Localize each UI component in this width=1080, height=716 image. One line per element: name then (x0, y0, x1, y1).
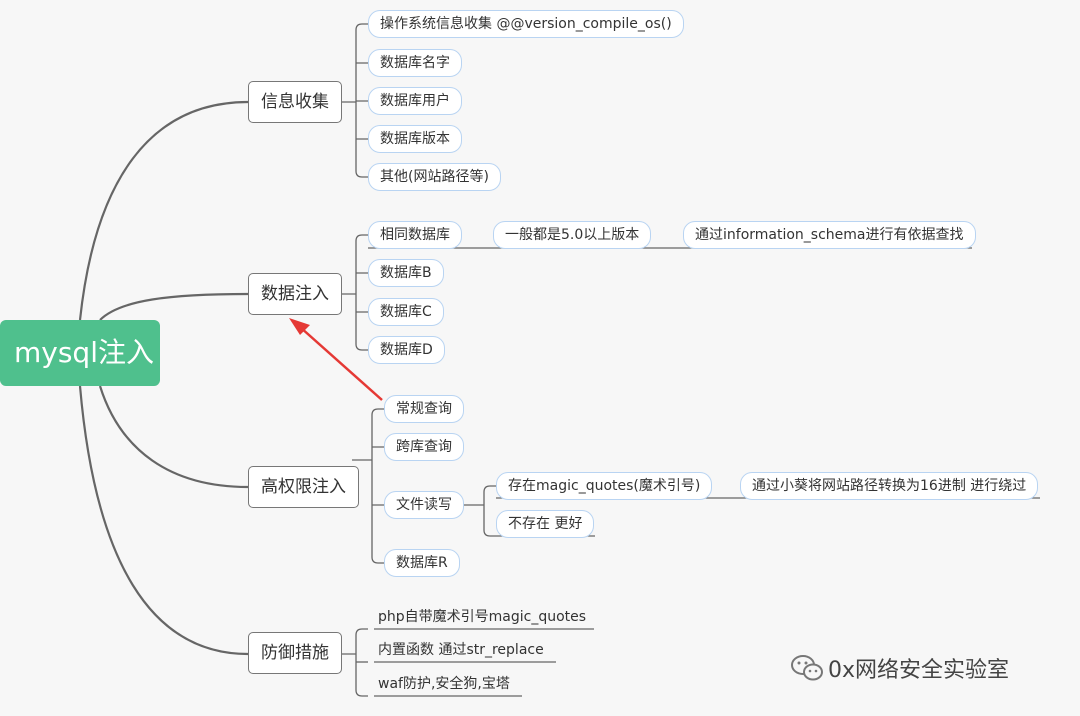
leaf-other-path[interactable]: 其他(网站路径等) (368, 163, 501, 191)
leaf-waf[interactable]: waf防护,安全狗,宝塔 (378, 676, 510, 692)
link-root-priv (98, 385, 249, 489)
leaf-hex-bypass[interactable]: 通过小葵将网站路径转换为16进制 进行绕过 (740, 472, 1039, 500)
leaf-cross-db-query[interactable]: 跨库查询 (384, 433, 464, 461)
annotation-arrow (289, 318, 383, 401)
leaf-db-r[interactable]: 数据库R (384, 549, 460, 577)
leaf-os-info[interactable]: 操作系统信息收集 @@version_compile_os() (368, 10, 684, 38)
branch-high-privilege-injection[interactable]: 高权限注入 (248, 466, 359, 508)
link-root-data (99, 292, 249, 321)
leaf-php-magic-quotes[interactable]: php自带魔术引号magic_quotes (378, 609, 587, 625)
wechat-icon (791, 655, 823, 681)
leaf-magic-quotes[interactable]: 存在magic_quotes(魔术引号) (496, 472, 713, 500)
link-root-defense (78, 385, 249, 656)
leaf-db-version[interactable]: 数据库版本 (368, 125, 462, 153)
watermark: 0x网络安全实验室 (790, 652, 1009, 684)
leaf-db-d[interactable]: 数据库D (368, 336, 445, 364)
leaf-str-replace[interactable]: 内置函数 通过str_replace (378, 642, 544, 658)
root-node[interactable]: mysql注入 (0, 320, 160, 386)
link-root-info (78, 100, 249, 321)
watermark-text: 0x网络安全实验室 (828, 658, 1010, 683)
leaf-regular-query[interactable]: 常规查询 (384, 395, 464, 423)
leaf-db-user[interactable]: 数据库用户 (368, 87, 462, 115)
branch-info-gathering[interactable]: 信息收集 (248, 81, 342, 123)
branch-data-injection[interactable]: 数据注入 (248, 273, 342, 315)
leaf-version-5[interactable]: 一般都是5.0以上版本 (493, 221, 652, 249)
leaf-db-c[interactable]: 数据库C (368, 298, 444, 326)
leaf-no-magic-quotes[interactable]: 不存在 更好 (496, 510, 595, 538)
leaf-db-b[interactable]: 数据库B (368, 259, 444, 287)
branch-defense[interactable]: 防御措施 (248, 632, 342, 674)
leaf-file-read-write[interactable]: 文件读写 (384, 491, 464, 519)
leaf-same-db[interactable]: 相同数据库 (368, 221, 462, 249)
leaf-db-name[interactable]: 数据库名字 (368, 49, 462, 77)
leaf-information-schema[interactable]: 通过information_schema进行有依据查找 (683, 221, 976, 249)
